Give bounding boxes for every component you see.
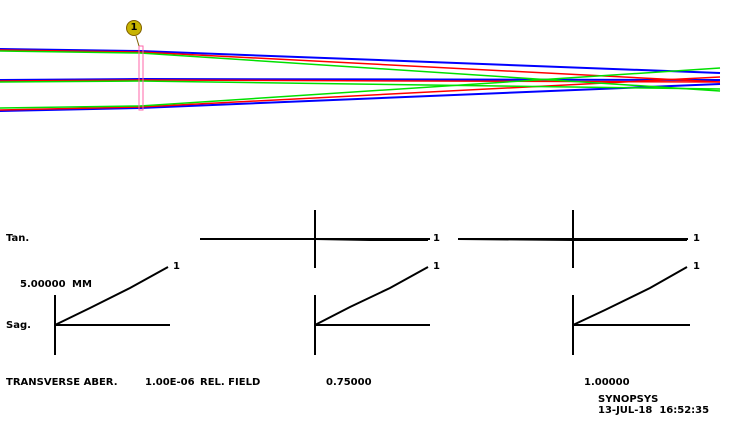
- wavelength-value: 1.00E-06: [145, 377, 195, 388]
- ray-green-mid: [0, 80, 141, 83]
- ray-red-top: [0, 49, 141, 53]
- ray-trace-diagram: [0, 35, 721, 112]
- timestamp-date: 13-JUL-18: [598, 405, 653, 416]
- field3-tan-curve-label: 1: [693, 233, 700, 244]
- field3-sag-curve: [572, 266, 688, 326]
- field2-tan-curve-label: 1: [433, 233, 440, 244]
- ray-green-bottom-converging: [139, 67, 721, 107]
- timestamp-time: 16:52:35: [659, 405, 710, 416]
- field1-sag-curve-label: 1: [173, 261, 180, 272]
- field2-sag-curve-label: 1: [433, 261, 440, 272]
- sag-label: Sag.: [6, 320, 31, 331]
- ray-red-top-converging: [139, 51, 721, 83]
- ray-red-bottom: [0, 106, 141, 111]
- ray-red-bottom-converging: [139, 76, 721, 108]
- ray-blue-bottom: [0, 107, 141, 112]
- field2-sag-curve: [314, 266, 429, 326]
- timestamp: 13-JUL-18 16:52:35: [598, 405, 709, 416]
- rel-field-3-value: 1.00000: [584, 377, 630, 388]
- footer-title: TRANSVERSE ABER.: [6, 377, 118, 388]
- scale-value: 5.00000: [20, 279, 66, 290]
- surface-number-marker[interactable]: 1: [126, 20, 142, 36]
- tan-label: Tan.: [6, 233, 30, 244]
- rel-field-label: REL. FIELD: [200, 377, 261, 388]
- ray-blue-mid-converging: [139, 78, 721, 81]
- ray-green-top: [0, 50, 141, 54]
- aberration-plots: [54, 210, 690, 355]
- field2-tan-curve: [200, 238, 428, 241]
- ray-green-top-converging: [139, 52, 721, 92]
- program-name: SYNOPSYS: [598, 394, 659, 405]
- ray-green-bottom: [0, 105, 141, 109]
- field3-sag-curve-label: 1: [693, 261, 700, 272]
- scale-unit: MM: [72, 279, 92, 290]
- rel-field-2-value: 0.75000: [326, 377, 372, 388]
- ray-blue-mid: [0, 78, 141, 81]
- ray-red-mid: [0, 79, 141, 82]
- ray-blue-top: [0, 48, 141, 52]
- ray-green-mid-converging: [139, 80, 721, 90]
- lens-surface-1: [138, 45, 144, 111]
- field1-sag-curve: [54, 266, 169, 326]
- ray-blue-top-converging: [139, 50, 721, 74]
- field3-tan-curve: [457, 238, 687, 241]
- marker-pointer: [135, 35, 140, 47]
